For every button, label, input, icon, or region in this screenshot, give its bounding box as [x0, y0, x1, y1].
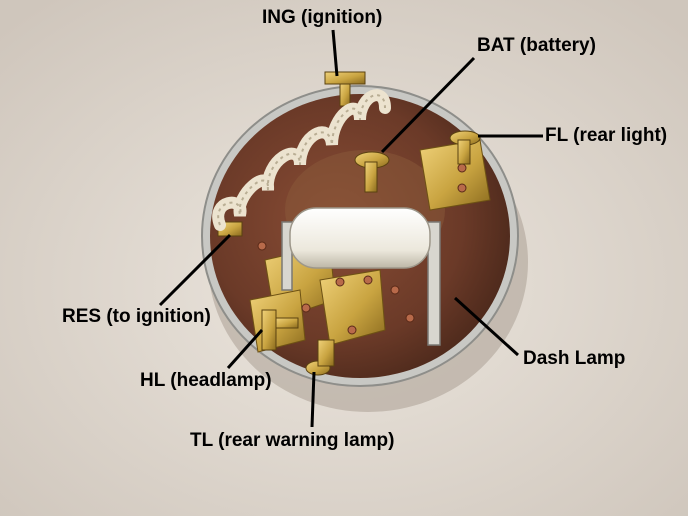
- label-hl: HL (headlamp): [140, 370, 272, 391]
- label-dash-lamp: Dash Lamp: [523, 348, 626, 369]
- label-bat: BAT (battery): [477, 35, 596, 56]
- terminal-bat: [354, 151, 390, 193]
- leader-dash: [453, 296, 520, 357]
- terminal-fl: [449, 130, 481, 165]
- terminal-tl: [305, 339, 335, 376]
- ceramic-insulator: [289, 207, 431, 269]
- contact-plate-center: [319, 269, 386, 346]
- resistor-coil-shade: [217, 94, 386, 226]
- leader-ing: [331, 29, 339, 77]
- leader-res: [158, 233, 232, 307]
- leader-bat: [380, 56, 476, 154]
- label-fl: FL (rear light): [545, 125, 668, 146]
- leader-tl: [310, 371, 316, 428]
- leader-hl: [226, 328, 264, 370]
- label-res: RES (to ignition): [62, 306, 211, 327]
- contact-plate-right: [419, 139, 491, 211]
- leader-lines: [158, 29, 543, 428]
- label-tl: TL (rear warning lamp): [190, 430, 395, 451]
- label-ing: ING (ignition): [262, 7, 383, 28]
- rivets: [257, 163, 467, 335]
